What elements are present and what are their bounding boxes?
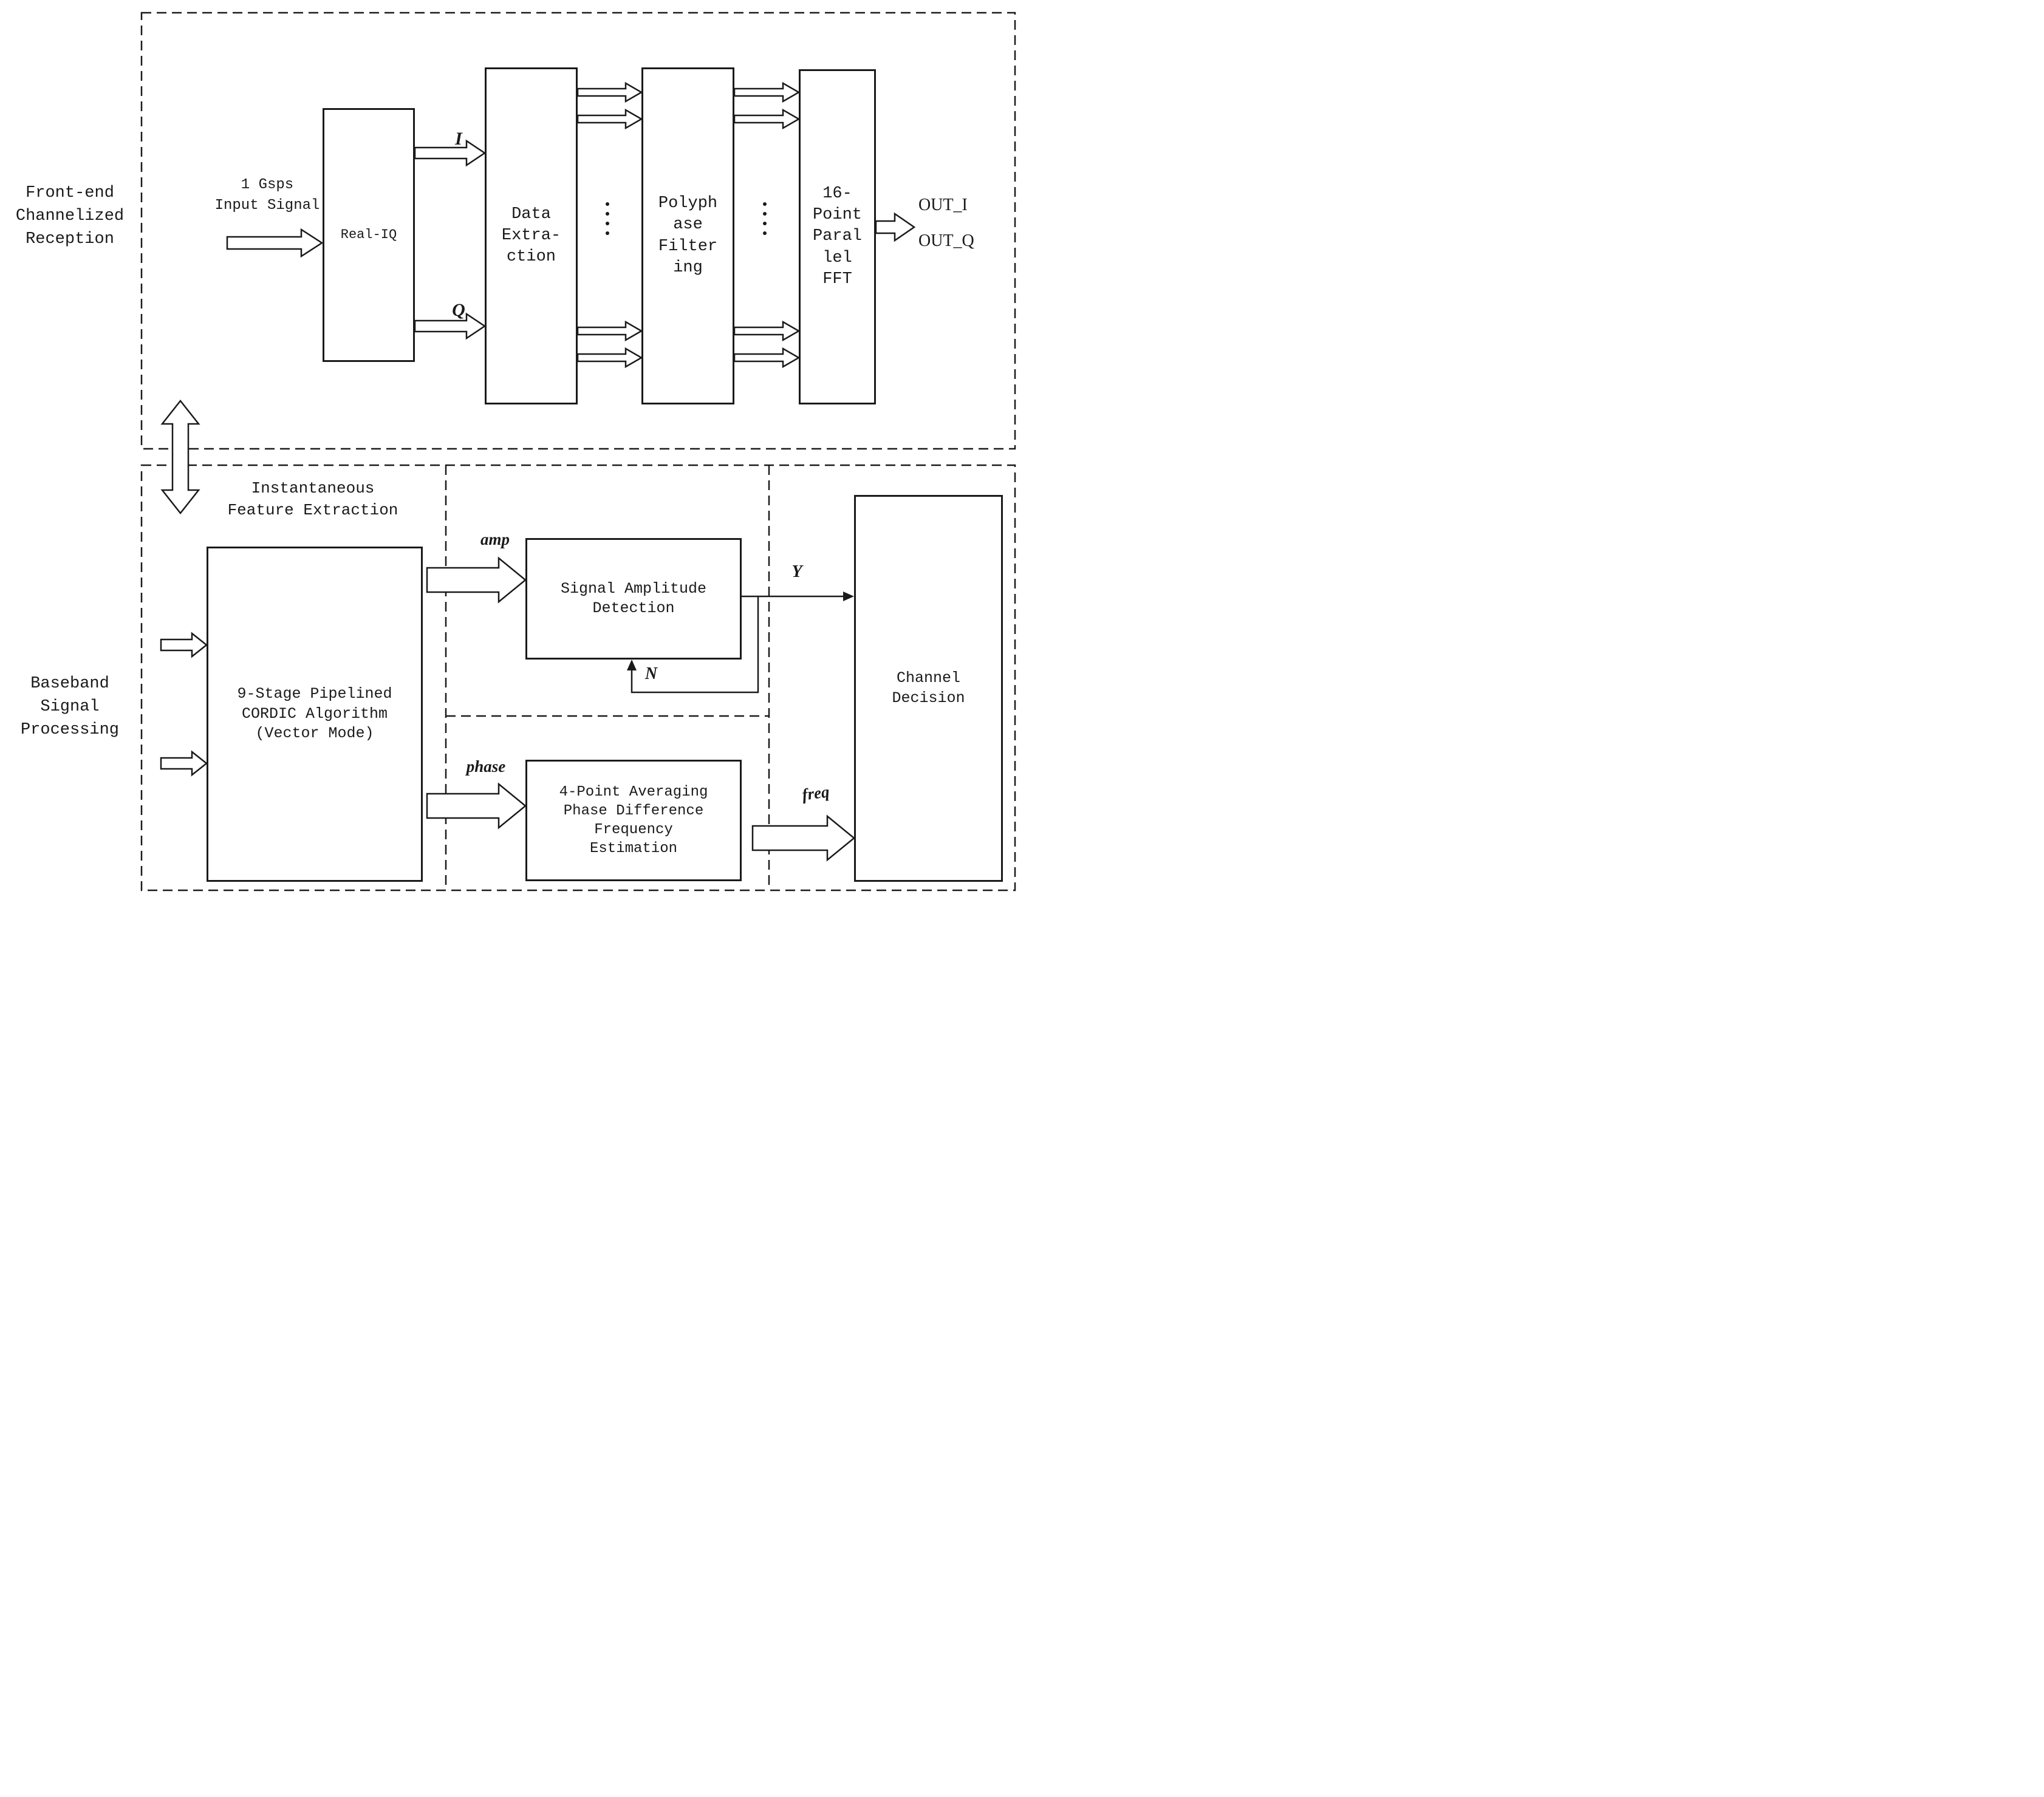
block-diagram: Front-end Channelized Reception Baseband… [0, 0, 1022, 899]
block-phase-frequency-estimation: 4-Point Averaging Phase Difference Frequ… [525, 760, 742, 881]
phase-arrow [426, 782, 527, 830]
input-signal-label: 1 Gsps Input Signal [214, 177, 320, 214]
y-signal-label: Y [791, 562, 802, 581]
block-polyphase-filtering: Polyph ase Filter ing [641, 67, 734, 404]
n-signal-label: N [644, 664, 658, 683]
block-16-point-parallel-fft: 16- Point Paral lel FFT [799, 69, 876, 404]
out-i-label: OUT_I [918, 196, 968, 214]
cordic-input-arrow [160, 632, 208, 658]
phase-signal-label: phase [466, 757, 506, 776]
bus-arrow [733, 320, 801, 342]
ellipsis-dots [606, 202, 609, 235]
cordic-input-arrow [160, 750, 208, 777]
q-signal-label: Q [452, 300, 465, 320]
block-polyphase-filtering-label: Polyph ase Filter ing [658, 194, 718, 277]
baseband-section-label: Baseband Signal Processing [20, 675, 120, 739]
y-arrowhead [843, 592, 854, 601]
input-signal-arrow [226, 228, 324, 258]
bus-arrow [733, 81, 801, 103]
front-end-boundary-box [140, 12, 1016, 450]
bidirectional-arrow [160, 399, 200, 515]
instantaneous-feature-extraction-label: Instantaneous Feature Extraction [227, 479, 398, 520]
block-signal-amplitude-detection-label: Signal Amplitude Detection [560, 579, 707, 618]
bus-arrow [733, 108, 801, 130]
i-signal-label: I [455, 129, 462, 149]
block-phase-frequency-estimation-label: 4-Point Averaging Phase Difference Frequ… [559, 783, 708, 858]
block-data-extraction: Data Extra- ction [485, 67, 578, 404]
block-real-iq: Real-IQ [323, 108, 415, 362]
amp-arrow [426, 556, 527, 604]
front-end-section-label: Front-end Channelized Reception [15, 184, 125, 248]
bus-arrow [576, 108, 643, 130]
block-cordic-label: 9-Stage Pipelined CORDIC Algorithm (Vect… [237, 685, 392, 743]
bus-arrow [576, 347, 643, 369]
out-arrow [875, 212, 916, 242]
bus-arrow [576, 81, 643, 103]
out-q-label: OUT_Q [918, 231, 974, 250]
amp-signal-label: amp [480, 530, 510, 548]
block-data-extraction-label: Data Extra- ction [501, 205, 561, 267]
block-channel-decision-label: Channel Decision [892, 669, 965, 707]
freq-arrow [751, 814, 855, 862]
bus-arrow [576, 320, 643, 342]
bus-arrow [733, 347, 801, 369]
block-16-point-parallel-fft-label: 16- Point Paral lel FFT [812, 185, 862, 288]
freq-signal-label: freq [801, 782, 831, 804]
block-signal-amplitude-detection: Signal Amplitude Detection [525, 538, 742, 660]
block-real-iq-label: Real-IQ [340, 227, 397, 242]
ellipsis-dots [763, 202, 767, 235]
block-cordic: 9-Stage Pipelined CORDIC Algorithm (Vect… [207, 547, 423, 882]
block-channel-decision: Channel Decision [854, 495, 1003, 882]
n-arrowhead [627, 660, 637, 670]
